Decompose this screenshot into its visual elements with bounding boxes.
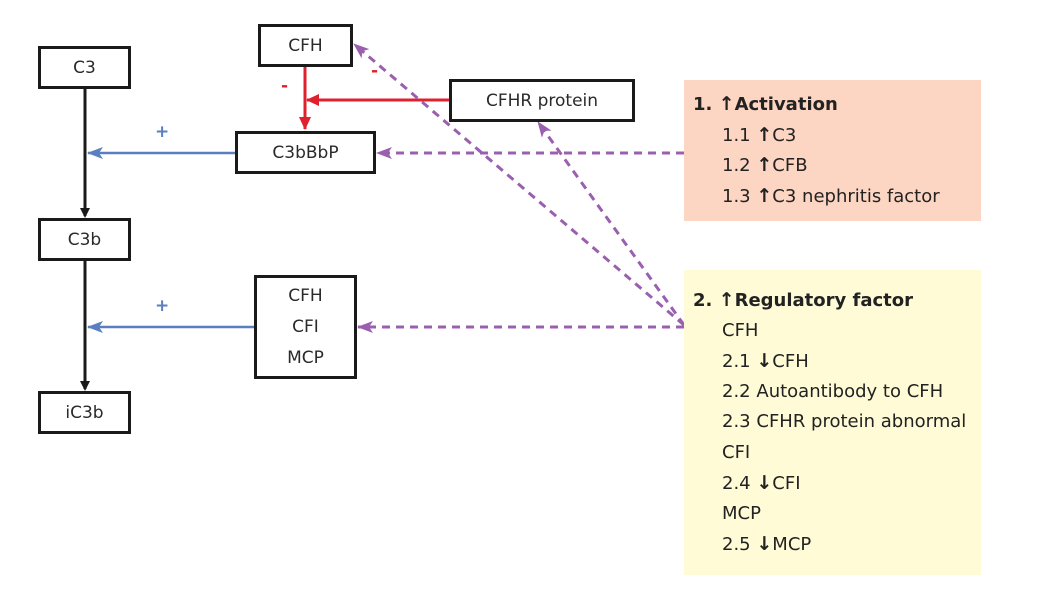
activation-number: 1. <box>693 94 713 115</box>
up-arrow-icon: ↑ <box>718 289 735 311</box>
node-c3: C3 <box>38 46 131 89</box>
list-item: 2.1 ↓CFH <box>693 346 981 377</box>
node-ic3b: iC3b <box>38 391 131 434</box>
node-regulators: CFH CFI MCP <box>254 275 357 379</box>
list-item: 2.4 ↓CFI <box>693 468 981 499</box>
node-cfh: CFH <box>258 24 353 67</box>
item-text: MCP <box>772 534 812 555</box>
list-item: 2.2 Autoantibody to CFH <box>693 377 981 408</box>
plus-sign-regulators: + <box>155 296 170 316</box>
item-number: 1.1 <box>722 124 751 146</box>
item-number: 2.1 <box>722 351 751 372</box>
group-label-cfh: CFH <box>722 319 759 341</box>
dashed-arrow-regulatory-to-cfh <box>353 42 685 327</box>
item-number: 2.2 <box>722 380 751 402</box>
up-arrow-icon: ↑ <box>756 154 773 176</box>
item-number: 1.3 <box>722 185 751 207</box>
regulatory-title: Regulatory factor <box>734 290 914 311</box>
down-arrow-icon: ↓ <box>756 350 773 372</box>
up-arrow-icon: ↑ <box>718 93 735 115</box>
regulator-cfi: CFI <box>292 316 319 337</box>
item-text: C3 nephritis factor <box>772 185 940 207</box>
activation-panel: 1. ↑Activation 1.1 ↑C3 1.2 ↑CFB 1.3 ↑C3 … <box>684 80 981 221</box>
down-arrow-icon: ↓ <box>756 472 773 494</box>
up-arrow-icon: ↑ <box>756 123 773 146</box>
item-number: 2.5 <box>722 534 751 555</box>
regulator-mcp: MCP <box>287 347 324 368</box>
plus-sign-c3bbbp: + <box>155 122 170 142</box>
regulator-cfh: CFH <box>288 285 323 306</box>
item-text: CFB <box>772 155 808 176</box>
list-item: 2.3 CFHR protein abnormal <box>693 407 981 438</box>
item-text: Autoantibody to CFH <box>756 380 944 402</box>
list-item: 1.1 ↑C3 <box>693 120 981 151</box>
node-cfh-label: CFH <box>288 35 323 56</box>
item-text: CFI <box>772 473 801 494</box>
list-item: 2.5 ↓MCP <box>693 529 981 560</box>
node-cfhr-protein: CFHR protein <box>449 79 635 122</box>
node-ic3b-label: iC3b <box>65 402 104 423</box>
regulatory-heading: 2. ↑Regulatory factor <box>693 285 981 316</box>
item-text: CFH <box>772 351 809 372</box>
item-text: CFHR protein abnormal <box>756 411 967 432</box>
regulatory-number: 2. <box>693 290 713 311</box>
down-arrow-icon: ↓ <box>756 533 773 555</box>
regulatory-panel: 2. ↑Regulatory factor CFH 2.1 ↓CFH 2.2 A… <box>684 270 981 575</box>
minus-sign-cfhr: - <box>371 61 379 81</box>
item-text: C3 <box>772 124 797 146</box>
node-cfhr-label: CFHR protein <box>485 90 599 111</box>
node-c3bbbp-label: C3bBbP <box>272 142 339 163</box>
item-number: 2.4 <box>722 473 751 494</box>
activation-title: Activation <box>734 94 838 115</box>
node-c3bbbp: C3bBbP <box>235 131 376 174</box>
group-label-cfi: CFI <box>722 441 751 463</box>
item-number: 1.2 <box>722 155 751 176</box>
node-c3b-label: C3b <box>67 229 102 250</box>
group-label-mcp: MCP <box>722 502 761 524</box>
activation-heading: 1. ↑Activation <box>693 89 981 120</box>
list-item: 1.3 ↑C3 nephritis factor <box>693 181 981 212</box>
up-arrow-icon: ↑ <box>756 184 773 207</box>
item-number: 2.3 <box>722 411 751 432</box>
minus-sign-cfh: - <box>281 76 289 96</box>
node-c3-label: C3 <box>73 57 96 78</box>
node-c3b: C3b <box>38 218 131 261</box>
list-item: 1.2 ↑CFB <box>693 150 981 181</box>
